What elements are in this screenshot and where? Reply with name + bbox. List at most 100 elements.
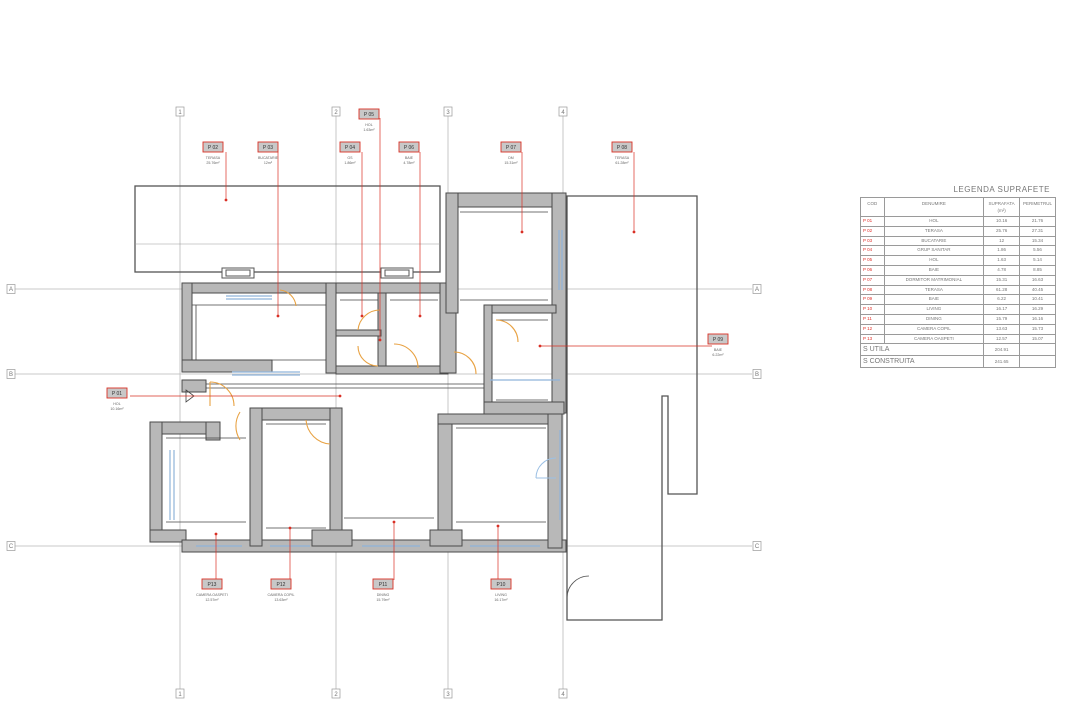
room-name: TERASA (615, 156, 630, 160)
legend-header-row: COD DENUMIRE SUPRAFATA(m²) PERIMETRUL (860, 197, 1056, 217)
axis-col-label: 3 (446, 692, 450, 698)
legend-cell-area: 25.76 (983, 225, 1021, 237)
axis-col-label: 1 (178, 110, 182, 116)
room-area: 1.63m² (363, 128, 375, 132)
legend-cell-perimeter: 15.73 (1019, 323, 1056, 335)
legend-cell-area: 12 (983, 235, 1021, 247)
room-area: 12m² (264, 161, 273, 165)
axis-row-bubble-C: C (6, 541, 16, 551)
legend-cell-name: LIVING (883, 304, 985, 315)
room-name: BAIE (405, 156, 414, 160)
legend-header-area-label: SUPRAFATA (988, 201, 1015, 206)
room-code: P 05 (364, 112, 374, 118)
axis-row-label: C (9, 544, 14, 550)
axis-col-label: 1 (178, 692, 182, 698)
doors (209, 289, 519, 445)
walls (149, 192, 567, 553)
legend-cell-name: TERASA (883, 284, 985, 296)
legend-cell-perimeter: 15.07 (1019, 333, 1056, 345)
axis-col-bubble-3: 3 (443, 688, 453, 699)
legend-cell-area: 1.86 (983, 245, 1021, 257)
legend-cell-perimeter: 16.16 (1019, 313, 1056, 325)
legend-header-area: SUPRAFATA (m²) (983, 197, 1021, 217)
room-area: 15.31m² (504, 161, 518, 165)
legend-cell-area: 15.79 (983, 313, 1021, 325)
legend-cell-code: P 05 (860, 255, 885, 266)
legend-total-value: 241.65 (983, 355, 1021, 369)
axis-row-label: A (755, 287, 759, 293)
interior-lines (166, 211, 548, 529)
grid-axes (15, 113, 752, 690)
room-area: 15.79m² (376, 598, 390, 602)
room-name: BUCATARIE (258, 156, 279, 160)
room-name: LIVING (495, 593, 507, 597)
room-code: P 09 (713, 337, 723, 343)
room-code: P 01 (112, 391, 122, 397)
axis-row-label: B (755, 372, 759, 378)
axis-col-label: 3 (446, 110, 450, 116)
room-name: CAMERA OASPETI (196, 593, 228, 597)
room-name: HOL (365, 123, 372, 127)
room-area: 6.22m² (712, 353, 724, 357)
legend-cell-code: P 06 (860, 264, 885, 276)
legend-header-name: DENUMIRE (883, 197, 985, 217)
legend-header-area-unit: (m²) (997, 208, 1006, 213)
legend-cell-code: P 09 (860, 294, 885, 306)
room-area: 61.28m² (615, 161, 629, 165)
axis-col-bubble-2: 2 (331, 106, 341, 117)
axis-col-bubble-4: 4 (558, 688, 568, 699)
legend-total-empty (1019, 343, 1056, 357)
terrace-north-outline (134, 185, 441, 273)
legend-cell-name: GRUP SANITAR (883, 245, 985, 257)
legend-cell-name: DORMITOR MATRIMONIAL (883, 274, 985, 286)
axis-col-bubble-1: 1 (175, 688, 185, 699)
terrace-planters (221, 267, 414, 279)
room-name: DINING (377, 593, 390, 597)
room-code: P 02 (208, 145, 218, 151)
legend-cell-area: 61.28 (983, 284, 1021, 296)
legend-cell-name: CAMERA COPIL (883, 323, 985, 335)
axis-row-bubble-A: A (752, 284, 762, 294)
windows (169, 230, 563, 547)
axis-col-label: 4 (561, 110, 565, 116)
legend-cell-perimeter: 5.56 (1019, 245, 1056, 257)
legend-cell-area: 1.63 (983, 255, 1021, 266)
legend-cell-name: DINING (883, 313, 985, 325)
legend-cell-perimeter: 10.41 (1019, 294, 1056, 306)
legend-cell-area: 12.57 (983, 333, 1021, 345)
room-code: P 04 (345, 145, 355, 151)
area-legend: LEGENDA SUPRAFETE COD DENUMIRE SUPRAFATA… (859, 185, 1056, 369)
leader-lines (130, 118, 712, 580)
legend-cell-perimeter: 8.85 (1019, 264, 1056, 276)
room-area: 13.63m² (274, 598, 288, 602)
legend-cell-name: BAIE (883, 264, 985, 276)
legend-cell-code: P 08 (860, 284, 885, 296)
room-area: 4.78m² (403, 161, 415, 165)
terraces (134, 185, 698, 621)
axis-row-label: C (755, 544, 760, 550)
legend-cell-perimeter: 15.34 (1019, 235, 1056, 247)
legend-cell-code: P 01 (860, 216, 885, 227)
legend-cell-code: P 10 (860, 304, 885, 315)
room-area: 16.17m² (494, 598, 508, 602)
axis-col-label: 4 (561, 692, 565, 698)
axis-col-bubble-4: 4 (558, 106, 568, 117)
legend-cell-area: 16.17 (983, 304, 1021, 315)
